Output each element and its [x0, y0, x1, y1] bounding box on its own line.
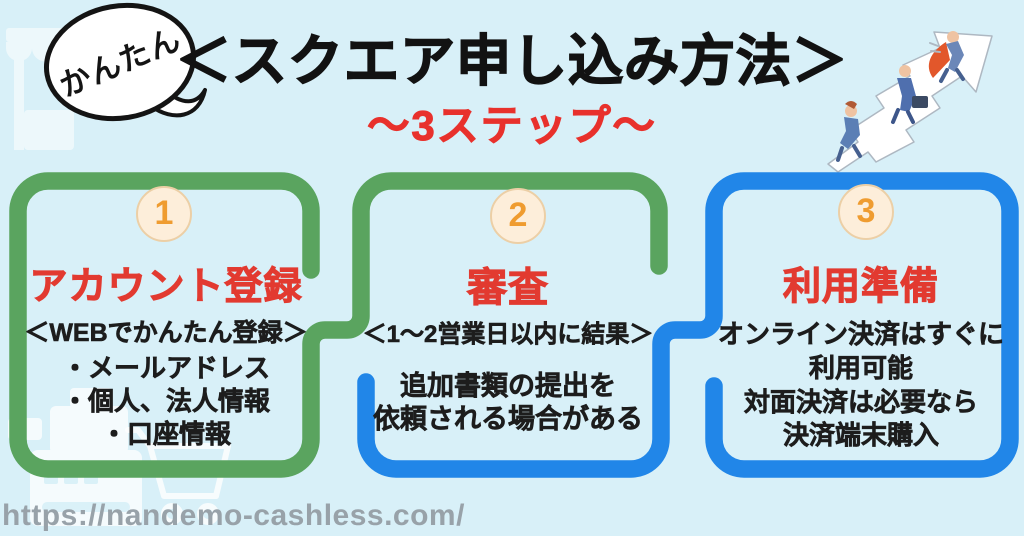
- step-3-line-2: 利用可能: [808, 353, 914, 384]
- step-1-title: アカウント登録: [29, 266, 303, 309]
- easy-speech-bubble: かんたん: [43, 2, 207, 122]
- green-frame-steps-1-2: [9, 172, 668, 478]
- step-3-number-badge: 3: [838, 184, 894, 240]
- step-2-line-1: ＜1～2営業日以内に結果＞: [362, 321, 654, 349]
- step-1-number-badge: 1: [136, 186, 192, 242]
- step-3-line-4: 決済端末購入: [782, 420, 940, 451]
- shopping-cart-icon: [125, 427, 231, 525]
- page-subtitle: ～3ステップ～: [367, 102, 657, 150]
- climber-1: [836, 101, 862, 162]
- step-3-line-1: オンライン決済はすぐに: [717, 319, 1005, 350]
- cape: [928, 42, 950, 78]
- step-2-line-3: 依頼される場合がある: [373, 404, 644, 435]
- site-url-watermark: https://nandemo-cashless.com/: [2, 499, 465, 532]
- step-3-title: 利用準備: [782, 266, 939, 309]
- page-title: ＜スクエア申し込み方法＞: [175, 29, 848, 93]
- step-2-title: 審査: [467, 266, 549, 311]
- step-1-line-3: ・個人、法人情報: [61, 386, 271, 417]
- step-1-line-1: ＜WEBでかんたん登録＞: [24, 319, 308, 348]
- bubble-body: [43, 2, 197, 122]
- step-1-line-4: ・口座情報: [100, 419, 232, 450]
- step-2-line-2: 追加書類の提出を: [400, 371, 617, 402]
- climber-3: [928, 31, 965, 83]
- climber-2: [891, 65, 928, 124]
- growth-arrow-illustration: [827, 31, 993, 173]
- step-2-number-badge: 2: [490, 188, 546, 244]
- step-1-line-2: ・メールアドレス: [61, 353, 271, 384]
- step-3-line-3: 対面決済は必要なら: [743, 387, 979, 418]
- blue-frame-steps-2-3: [357, 172, 1019, 478]
